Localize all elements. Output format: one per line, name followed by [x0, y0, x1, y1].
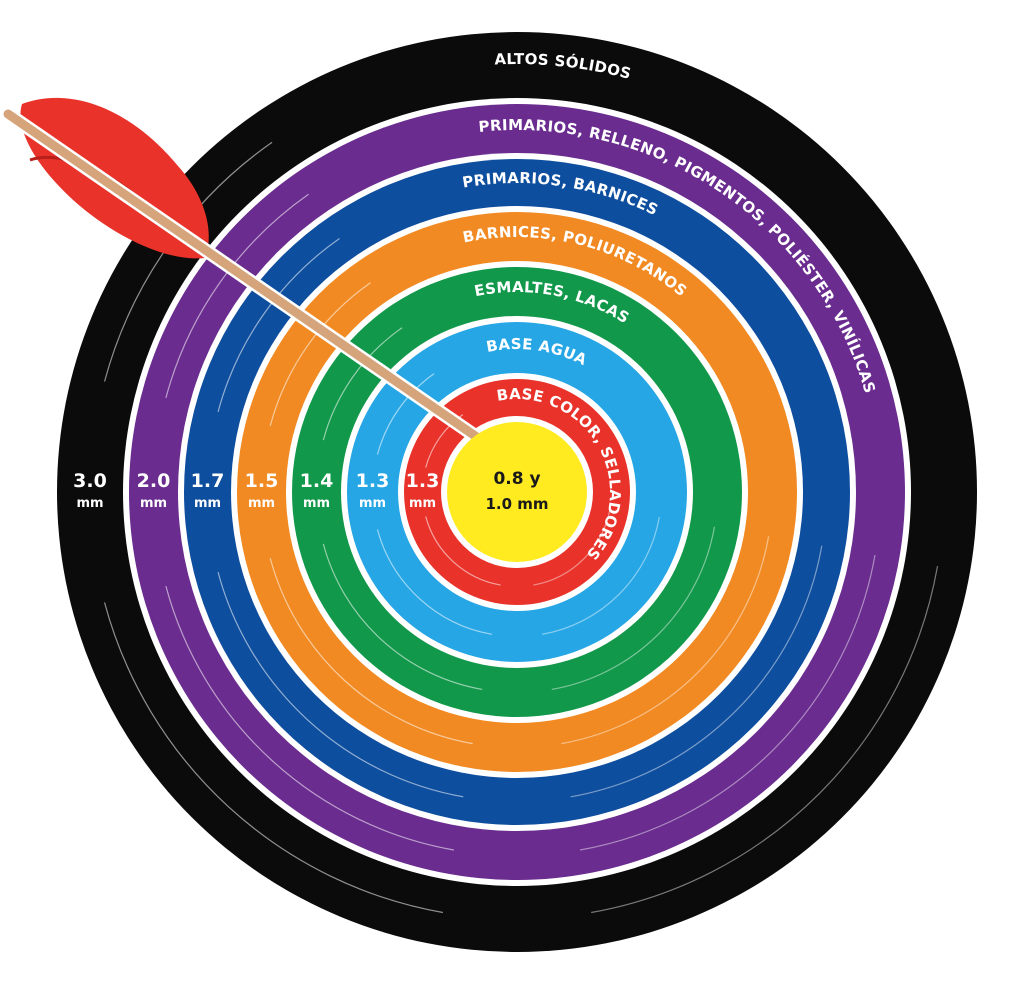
guide-arc	[561, 536, 770, 745]
ring-value-number: 3.0	[73, 470, 107, 492]
ring-value-number: 1.3	[356, 470, 390, 492]
ring-value-base-agua: 1.3 mm	[356, 470, 390, 511]
ring-value-unit: mm	[76, 496, 103, 511]
guide-arc	[533, 508, 611, 586]
guide-arc	[541, 516, 660, 635]
ring-value-number: 1.4	[300, 470, 334, 492]
guide-arc	[165, 193, 309, 399]
ring-value-altos-solidos: 3.0 mm	[73, 470, 107, 511]
ring-value-unit: mm	[194, 496, 221, 511]
guide-arc	[425, 516, 501, 586]
guide-arc	[580, 555, 876, 851]
ring-value-primarios-barnices: 1.7 mm	[191, 470, 225, 511]
ring-value-unit: mm	[359, 496, 386, 511]
ring-value-number: 1.5	[245, 470, 279, 492]
ring-value-primarios-relleno: 2.0 mm	[137, 470, 171, 511]
ring-value-esmaltes: 1.4 mm	[300, 470, 334, 511]
ring-values-group: 1.3 mm 1.3 mm 1.4 mm 1.5 mm 1.7 mm 2.0 mm 3.0 mm	[73, 470, 439, 511]
ring-value-base-color: 1.3 mm	[406, 470, 440, 511]
guide-arc	[269, 557, 473, 745]
guide-arc	[570, 545, 823, 798]
bullseye: 0.8 y 1.0 mm	[447, 422, 587, 562]
ring-value-number: 2.0	[137, 470, 171, 492]
ring-value-unit: mm	[303, 496, 330, 511]
guide-arc	[551, 526, 716, 691]
ring-value-unit: mm	[248, 496, 275, 511]
guide-arc	[269, 282, 371, 427]
ring-value-unit: mm	[409, 496, 436, 511]
arrow-shaft	[3, 109, 502, 456]
guide-arc	[376, 529, 493, 635]
guide-arc	[591, 566, 939, 914]
guide-arc	[376, 373, 435, 455]
bullseye-label-1: 0.8 y	[493, 469, 540, 489]
guide-arc	[322, 543, 483, 691]
bullseye-label-2: 1.0 mm	[485, 495, 548, 513]
guide-arc	[217, 237, 340, 413]
guide-arc	[322, 327, 403, 441]
ring-value-number: 1.3	[406, 470, 440, 492]
guide-arc	[217, 571, 464, 798]
ring-value-number: 1.7	[191, 470, 225, 492]
arrow-icon	[1, 97, 504, 458]
ring-value-barnices-poliuretanos: 1.5 mm	[245, 470, 279, 511]
ring-value-unit: mm	[140, 496, 167, 511]
bullseye-disc	[447, 422, 587, 562]
guide-arc	[165, 585, 454, 851]
guide-lines-group	[103, 141, 939, 914]
guide-arc	[103, 602, 443, 914]
